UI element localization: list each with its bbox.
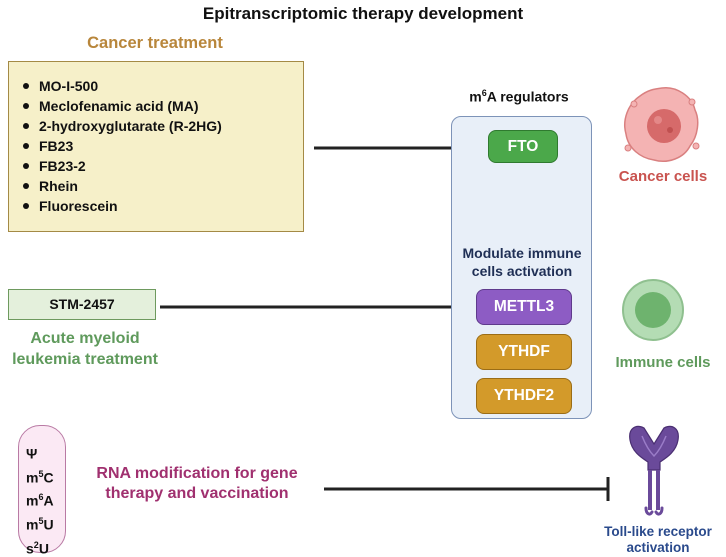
aml-treatment-label: Acute myeloid leukemia treatment bbox=[0, 328, 170, 370]
rna-modification-label: RNA modification for gene therapy and va… bbox=[82, 464, 312, 504]
list-item: m5C bbox=[26, 464, 54, 488]
fto-pill: FTO bbox=[488, 130, 558, 163]
list-item: Ψ bbox=[26, 440, 54, 464]
rna-line-1: RNA modification for gene bbox=[96, 465, 298, 482]
mod-base: Ψ bbox=[26, 445, 38, 462]
mettl3-pill: METTL3 bbox=[476, 289, 572, 325]
ythdf2-pill: YTHDF2 bbox=[476, 378, 572, 414]
mod-tail: U bbox=[38, 540, 49, 557]
list-item: MO-I-500 bbox=[23, 76, 222, 96]
list-item: s2U bbox=[26, 535, 54, 557]
cancer-cells-label: Cancer cells bbox=[618, 168, 708, 185]
immune-cells-label: Immune cells bbox=[615, 354, 711, 371]
rna-modification-list: Ψ m5C m6A m5U s2U bbox=[26, 440, 54, 557]
rna-modification-capsule: Ψ m5C m6A m5U s2U bbox=[18, 425, 66, 556]
aml-line-1: Acute myeloid bbox=[30, 330, 140, 347]
mod-sup: 5 bbox=[38, 468, 44, 479]
connector-rna-to-tlr bbox=[324, 477, 610, 501]
tlr-activation-label: Toll-like receptor activation bbox=[590, 524, 726, 556]
mod-sup: 5 bbox=[38, 515, 44, 526]
heading-sup: 6 bbox=[481, 88, 487, 98]
mod-tail: A bbox=[43, 492, 54, 509]
list-item: Rhein bbox=[23, 176, 222, 196]
modulate-line-1: Modulate immune bbox=[462, 245, 582, 261]
toll-like-receptor-icon bbox=[629, 425, 679, 516]
modulate-immune-label: Modulate immune cells activation bbox=[453, 244, 591, 280]
mod-tail: U bbox=[43, 516, 54, 533]
page-title: Epitranscriptomic therapy development bbox=[202, 4, 524, 23]
list-item: Fluorescein bbox=[23, 196, 222, 216]
rna-line-2: therapy and vaccination bbox=[105, 485, 289, 502]
cancer-cell-icon bbox=[624, 87, 700, 162]
list-item: FB23 bbox=[23, 136, 222, 156]
modulate-line-2: cells activation bbox=[471, 263, 573, 279]
tlr-line-2: activation bbox=[626, 540, 690, 555]
heading-prefix: m bbox=[469, 88, 482, 105]
heading-suffix: A regulators bbox=[486, 88, 569, 105]
aml-line-2: leukemia treatment bbox=[12, 351, 158, 368]
mod-base: m bbox=[26, 516, 39, 533]
mod-base: m bbox=[26, 492, 39, 509]
list-item: m6A bbox=[26, 487, 54, 511]
ythdf-pill: YTHDF bbox=[476, 334, 572, 370]
cancer-drug-list: MO-I-500 Meclofenamic acid (MA) 2-hydrox… bbox=[23, 76, 222, 216]
mod-tail: C bbox=[43, 469, 54, 486]
cancer-drug-box: MO-I-500 Meclofenamic acid (MA) 2-hydrox… bbox=[8, 61, 304, 232]
list-item: m5U bbox=[26, 511, 54, 535]
mod-sup: 6 bbox=[38, 492, 44, 503]
mod-sup: 2 bbox=[33, 539, 39, 550]
mod-base: m bbox=[26, 469, 39, 486]
list-item: 2-hydroxyglutarate (R-2HG) bbox=[23, 116, 222, 136]
mod-base: s bbox=[26, 540, 34, 557]
stm-2457-box: STM-2457 bbox=[8, 289, 156, 320]
connector-stm-to-mettl3 bbox=[160, 295, 470, 319]
cancer-treatment-heading: Cancer treatment bbox=[87, 34, 223, 52]
list-item: Meclofenamic acid (MA) bbox=[23, 96, 222, 116]
tlr-line-1: Toll-like receptor bbox=[604, 524, 712, 539]
immune-cell-icon bbox=[622, 279, 684, 341]
list-item: FB23-2 bbox=[23, 156, 222, 176]
m6a-regulators-heading: m6A regulators bbox=[454, 88, 584, 105]
